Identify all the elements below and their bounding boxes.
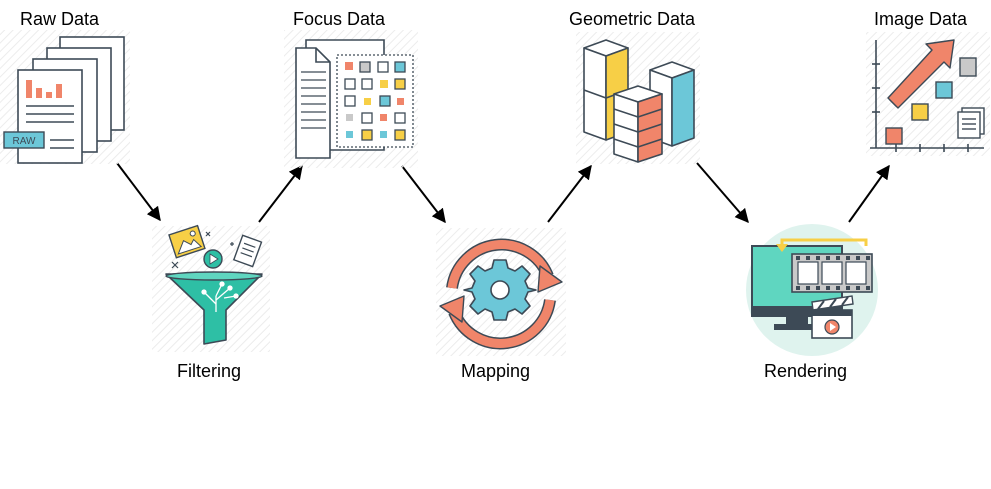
raw-documents-icon: RAW [0, 30, 130, 164]
arrow-focus-to-mapping [401, 165, 446, 224]
raw-tag-text: RAW [13, 136, 37, 147]
rendering-label: Rendering [764, 361, 847, 381]
3d-boxes-icon [576, 32, 700, 164]
geometric-data-label: Geometric Data [569, 9, 696, 29]
arrow-rendering-to-image [848, 164, 890, 223]
arrow-mapping-to-geometric [547, 164, 592, 223]
gear-cycle-icon [436, 228, 566, 356]
selected-documents-icon [284, 30, 418, 168]
focus-data-label: Focus Data [293, 9, 386, 29]
monitor-film-icon [746, 224, 878, 356]
arrow-raw-to-filtering [116, 162, 161, 222]
mapping-label: Mapping [461, 361, 530, 381]
scatter-chart-icon [866, 32, 990, 156]
arrow-filtering-to-focus [258, 164, 303, 223]
image-data-label: Image Data [874, 9, 968, 29]
pipeline-arrows [116, 162, 890, 224]
filtering-label: Filtering [177, 361, 241, 381]
raw-data-label: Raw Data [20, 9, 100, 29]
funnel-icon [152, 224, 270, 352]
arrow-geometric-to-rendering [696, 162, 749, 224]
